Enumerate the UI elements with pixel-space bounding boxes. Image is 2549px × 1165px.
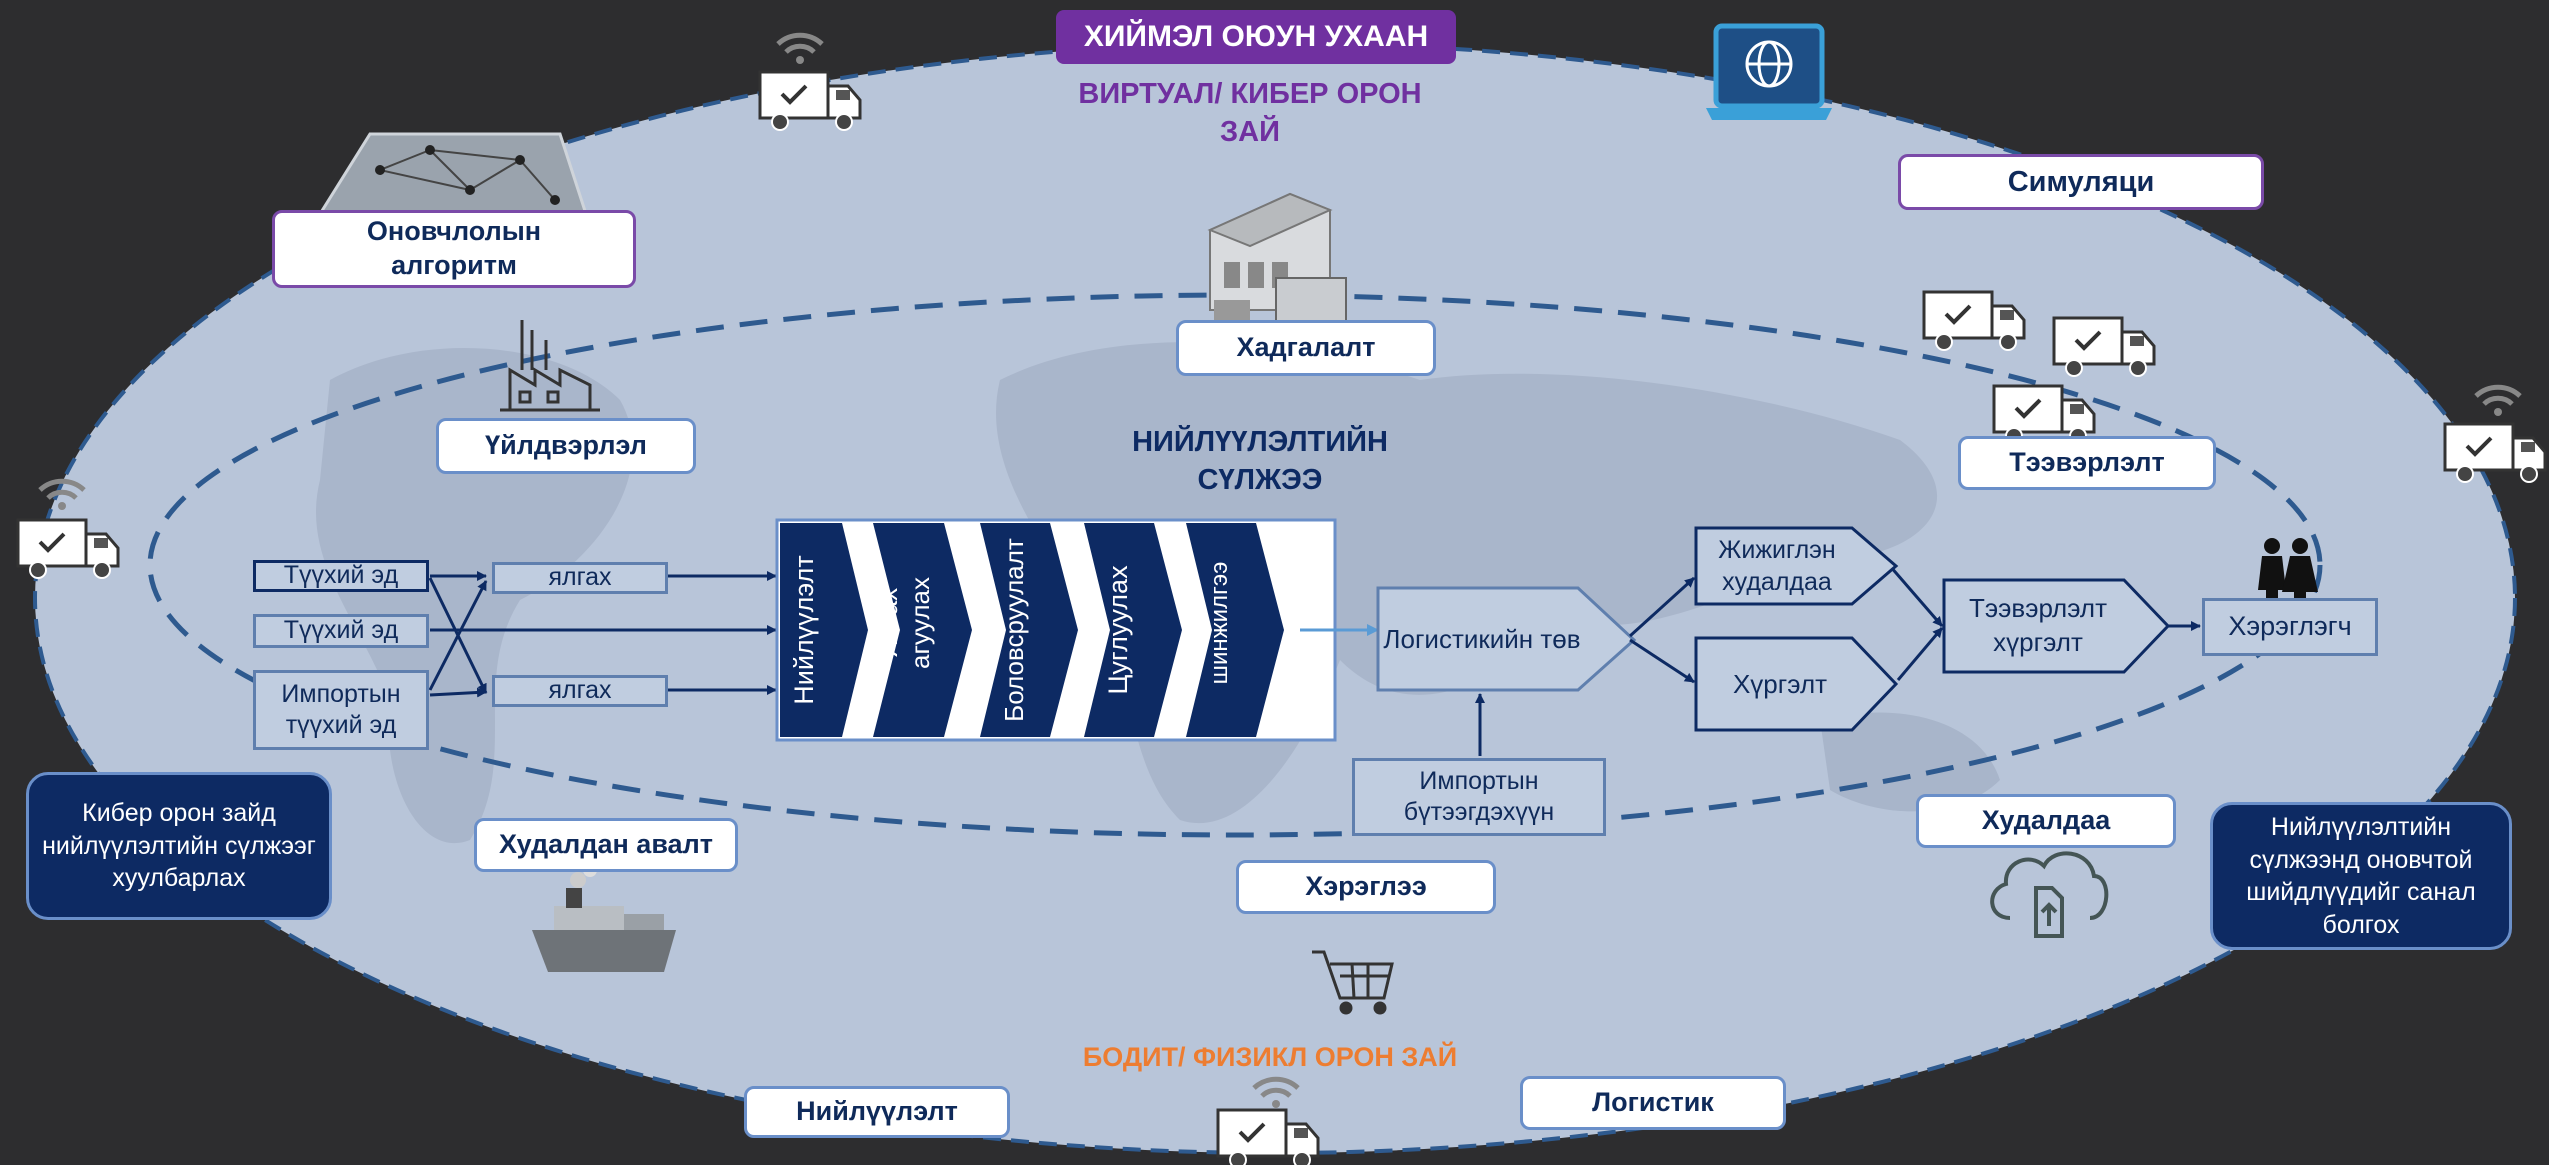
logistics-label: Логистик bbox=[1520, 1076, 1786, 1130]
consumer: Хэрэглэгч bbox=[2202, 598, 2378, 656]
process-chevrons bbox=[780, 523, 1284, 737]
raw-material-1: Түүхий эд bbox=[253, 560, 429, 592]
left-note: Кибер орон зайд нийлүүлэлтийн сүлжээг ху… bbox=[26, 772, 332, 920]
stage-label-1: Ялгах агуулах bbox=[873, 577, 935, 670]
purchasing-label: Худалдан авалт bbox=[474, 818, 738, 872]
supply-chain-title: НИЙЛҮҮЛЭЛТИЙН СҮЛЖЭЭ bbox=[1132, 426, 1388, 496]
storage-label: Хадгалалт bbox=[1176, 320, 1436, 376]
cloud-upload-icon bbox=[1990, 851, 2109, 938]
delivery: Хүргэлт bbox=[1732, 668, 1828, 699]
import-raw-material: Импортын түүхий эд bbox=[253, 670, 429, 750]
stage-label-4: Хяналт шинжилгээ bbox=[1176, 561, 1233, 685]
production-label: Үйлдвэрлэл bbox=[436, 418, 696, 474]
laptop-globe-icon bbox=[1706, 23, 1832, 120]
sort-2: ялгах bbox=[492, 675, 668, 707]
retail: Жижиглэн худалдаа bbox=[1718, 535, 1836, 597]
network-map-icon bbox=[317, 132, 589, 216]
shopping-cart-icon bbox=[1312, 950, 1394, 1015]
stage-label-0: Нийлүүлэлт bbox=[789, 555, 819, 705]
people-icon bbox=[2258, 538, 2318, 610]
stage-label-3: Цуглуулах bbox=[1103, 565, 1133, 695]
ship-icon bbox=[532, 863, 676, 972]
physical-space-label: БОДИТ/ ФИЗИКЛ ОРОН ЗАЙ bbox=[1082, 1042, 1458, 1072]
supply-label: Нийлүүлэлт bbox=[744, 1086, 1010, 1138]
optimization-algorithm-label: Оновчлолын алгоритм bbox=[272, 210, 636, 288]
right-note: Нийлүүлэлтийн сүлжээнд оновчтой шийдлүүд… bbox=[2210, 802, 2512, 950]
wifi-icon bbox=[2476, 387, 2520, 416]
wifi-icon bbox=[778, 35, 822, 64]
simulation-label: Симуляци bbox=[1898, 154, 2264, 210]
consumption-label: Хэрэглээ bbox=[1236, 860, 1496, 914]
transportation-label: Тээвэрлэлт bbox=[1958, 436, 2216, 490]
sort-1: ялгах bbox=[492, 562, 668, 594]
warehouse-icon bbox=[1207, 192, 1347, 337]
trade-label: Худалдаа bbox=[1916, 794, 2176, 848]
virtual-space-label: ВИРТУАЛ/ КИБЕР ОРОН ЗАЙ bbox=[1078, 78, 1422, 148]
truck-icon bbox=[2443, 422, 2547, 484]
transport-delivery: Тээвэрлэлт хүргэлт bbox=[1968, 593, 2107, 657]
raw-material-2: Түүхий эд bbox=[253, 614, 429, 648]
top-banner: ХИЙМЭЛ ОЮУН УХААН bbox=[1056, 10, 1456, 64]
stage-label-2: Боловсруулалт bbox=[999, 538, 1029, 722]
import-components: Импортын бүтээгдэхүүн bbox=[1352, 758, 1606, 836]
factory-icon bbox=[500, 320, 600, 412]
logistics-center: Логистикийн төв bbox=[1383, 624, 1581, 655]
